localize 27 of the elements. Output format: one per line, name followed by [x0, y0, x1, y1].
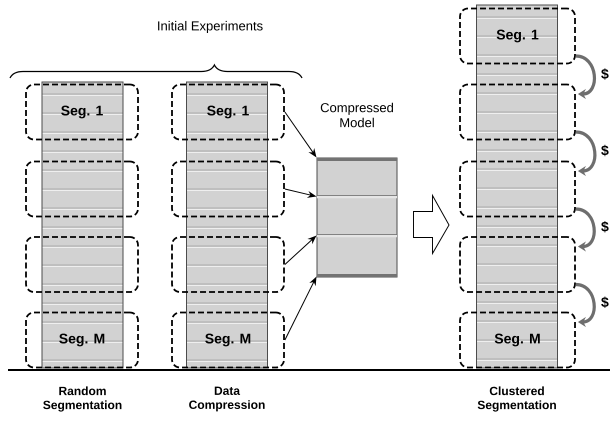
segment-box: Seg. M: [25, 312, 139, 368]
dashed-box: [171, 160, 285, 218]
node-label: Compressed Model: [320, 102, 394, 128]
model-box: Compressed Model: [316, 102, 398, 278]
edge-label: $: [601, 68, 609, 80]
segment-box: Seg. 1: [25, 84, 139, 140]
edge-label: $: [601, 144, 609, 156]
group-label: Initial Experiments: [158, 20, 263, 34]
edge-label: $: [601, 221, 609, 232]
edge-label: $: [601, 296, 609, 308]
dashed-box: [25, 160, 139, 218]
striped-column: [476, 4, 558, 368]
segment-box: Seg. M: [459, 312, 576, 368]
column-caption: Clustered Segmentation: [478, 386, 556, 412]
dashed-box: [171, 236, 285, 293]
segment-box: Seg. 1: [459, 8, 576, 64]
column-caption: Data Compression: [189, 386, 265, 412]
striped-column: [42, 82, 124, 368]
dashed-box: [459, 84, 576, 140]
dashed-box: [459, 160, 576, 218]
hollow-arrow: [413, 194, 450, 256]
dashed-box: [25, 236, 139, 293]
segment-box: Seg. 1: [171, 84, 285, 140]
striped-column: [186, 82, 268, 368]
segment-box: Seg. M: [171, 312, 285, 368]
dashed-box: [459, 236, 576, 293]
column-caption: Random Segmentation: [43, 386, 122, 412]
